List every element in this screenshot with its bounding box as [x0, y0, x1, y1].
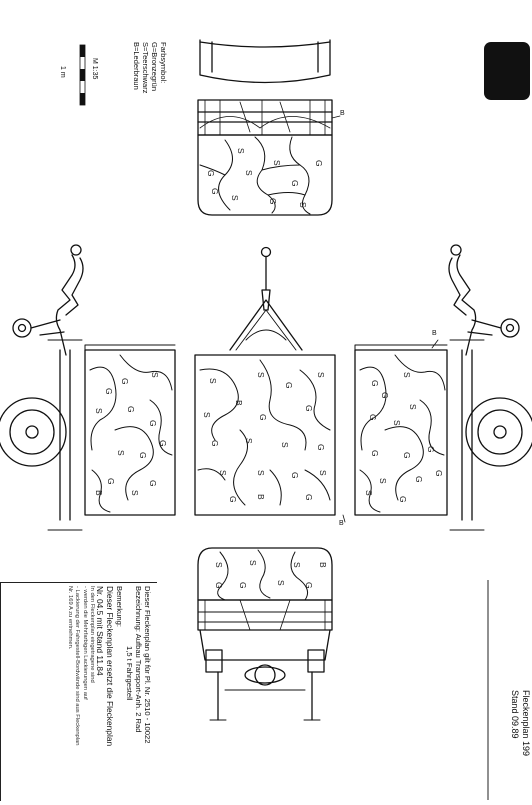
- legend-heading: Farbsymbol:: [159, 42, 168, 84]
- patch-letter-green: G: [304, 582, 314, 589]
- legend-item-brown: B=Lederbraun: [132, 42, 141, 90]
- centre-top-view: [194, 246, 336, 516]
- patch-letter-black: S: [280, 442, 290, 448]
- patch-letter-black: S: [292, 562, 302, 568]
- patch-letter-green: G: [104, 388, 114, 395]
- patch-letter-green: G: [158, 440, 168, 447]
- callout-b-top: B: [340, 110, 345, 117]
- patch-letter-brown: B: [256, 494, 266, 500]
- patch-letter-black: S: [230, 195, 240, 201]
- info-line-5: Dieser Fleckenplan ersetzt die Fleckenpl…: [105, 586, 116, 747]
- info-line-2: Bezeichnung: Aufbau Transport-Anh. 2 Rad: [133, 586, 143, 733]
- patch-letter-green: G: [258, 414, 268, 421]
- patch-letter-green: G: [380, 392, 390, 399]
- top-end-view: [197, 39, 333, 216]
- patch-letter-green: G: [138, 452, 148, 459]
- patch-letter-black: S: [402, 372, 412, 378]
- scale-unit-label: 1 m: [59, 66, 66, 78]
- patch-letter-black: S: [248, 560, 258, 566]
- scale-label: M 1:35: [91, 58, 98, 80]
- patch-letter-brown: B: [234, 400, 244, 406]
- patch-letter-black: S: [214, 562, 224, 568]
- patch-letter-green: G: [284, 382, 294, 389]
- patch-letter-green: G: [148, 480, 158, 487]
- info-note-1: In den Fleckenplan eingetragene sind: [89, 586, 96, 683]
- patch-letter-green: G: [148, 420, 158, 427]
- patch-letter-black: S: [318, 470, 328, 476]
- plan-stand: Stand 09.89: [510, 690, 520, 739]
- patch-letter-green: G: [304, 494, 314, 501]
- left-side-view: [0, 244, 176, 531]
- patch-letter-green: G: [290, 180, 300, 187]
- patch-letter-black: S: [236, 148, 246, 154]
- patch-letter-black: S: [298, 202, 308, 208]
- patch-letter-green: G: [238, 582, 248, 589]
- info-text: Dieser Fleckenplan gilt für Pl. Nr. 2510…: [66, 586, 152, 746]
- patch-letter-black: S: [116, 450, 126, 456]
- patch-letter-black: S: [150, 372, 160, 378]
- info-note-3: - Lackierung der Fahrgestell-Bordwände s…: [74, 586, 81, 746]
- patch-letter-black: S: [378, 478, 388, 484]
- color-legend: Farbsymbol: G=Bronzegrün S=Teerschwarz B…: [132, 42, 168, 93]
- patch-letter-green: G: [290, 472, 300, 479]
- patch-letter-black: S: [244, 438, 254, 444]
- right-side-view: [354, 244, 532, 531]
- patch-letter-green: G: [228, 496, 238, 503]
- patch-letter-green: G: [210, 188, 220, 195]
- patch-letter-black: S: [256, 372, 266, 378]
- patch-letter-black: S: [408, 404, 418, 410]
- legend-item-black: S=Teerschwarz: [141, 42, 150, 94]
- patch-letter-green: G: [314, 160, 324, 167]
- info-note-4: Nr. 169 A zu entnehmen.: [66, 586, 73, 650]
- info-line-6: Nr. 04.5 mit Stand 11.84: [95, 586, 106, 676]
- patch-letter-green: G: [370, 450, 380, 457]
- patch-letter-green: G: [106, 478, 116, 485]
- patch-letter-black: S: [392, 420, 402, 426]
- info-note-2: - werden die Mehrfarbigen Lackierungen a…: [81, 586, 88, 700]
- patch-letter-black: S: [364, 490, 374, 496]
- patch-letter-green: G: [370, 380, 380, 387]
- patch-letter-green: G: [414, 476, 424, 483]
- info-line-4: Bemerkung:: [115, 586, 125, 627]
- patch-letter-black: S: [130, 490, 140, 496]
- patch-letter-green: G: [402, 452, 412, 459]
- patch-letter-green: G: [434, 470, 444, 477]
- info-box: [0, 582, 157, 801]
- legend-item-green: G=Bronzegrün: [150, 42, 159, 91]
- patch-letter-green: G: [126, 406, 136, 413]
- info-line-3: 1,5 t Fahrgestell: [124, 646, 134, 701]
- patch-letter-brown: B: [318, 562, 328, 568]
- patch-letter-green: G: [368, 414, 378, 421]
- patch-letter-brown: B: [94, 490, 104, 496]
- patch-letter-black: S: [202, 412, 212, 418]
- patch-letter-green: G: [316, 444, 326, 451]
- patch-letter-green: G: [304, 405, 314, 412]
- patch-letter-black: S: [276, 580, 286, 586]
- scale-bar: [79, 44, 86, 106]
- patch-letter-black: S: [272, 160, 282, 166]
- callout-b-bottom: B: [339, 520, 344, 527]
- patch-letter-green: G: [214, 582, 224, 589]
- patch-letter-black: S: [256, 470, 266, 476]
- patch-letter-black: S: [244, 170, 254, 176]
- patch-letter-green: G: [120, 378, 130, 385]
- registration-mark: [484, 42, 530, 100]
- callout-b-right: B: [432, 330, 437, 337]
- patch-letter-green: G: [206, 170, 216, 177]
- info-line-1: Dieser Fleckenplan gilt für Pl. Nr. 2510…: [143, 586, 152, 744]
- patch-letter-green: G: [268, 198, 278, 205]
- patch-letter-black: S: [218, 470, 228, 476]
- patch-letter-black: S: [94, 408, 104, 414]
- patch-letter-black: S: [316, 372, 326, 378]
- patch-letter-green: G: [426, 446, 436, 453]
- patch-letter-green: G: [210, 440, 220, 447]
- patch-letter-black: S: [208, 378, 218, 384]
- patch-letter-green: G: [398, 496, 408, 503]
- plan-title: Fleckenplan 199: [521, 690, 531, 757]
- bottom-end-view: [197, 547, 333, 721]
- title-block: Fleckenplan 199 Stand 09.89: [509, 690, 531, 756]
